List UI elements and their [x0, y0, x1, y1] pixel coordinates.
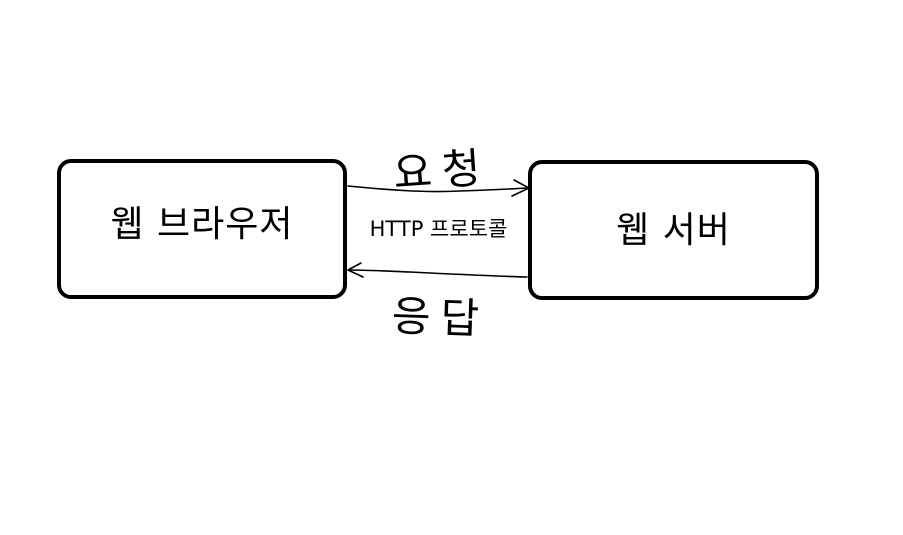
http-protocol-label: HTTP 프로토콜 [369, 217, 508, 241]
web-browser-node: 웹 브라우저 [57, 159, 347, 299]
web-server-node: 웹 서버 [528, 160, 819, 300]
response-label: 응답 [391, 291, 491, 344]
response-arrow-shaft [348, 269, 528, 278]
response-arrow [347, 262, 528, 278]
response-arrow-head [347, 262, 364, 278]
request-label: 요청 [391, 142, 493, 199]
web-server-label: 웹 서버 [616, 210, 731, 251]
request-arrow-head [511, 179, 530, 197]
web-browser-label: 웹 브라우저 [110, 204, 294, 245]
